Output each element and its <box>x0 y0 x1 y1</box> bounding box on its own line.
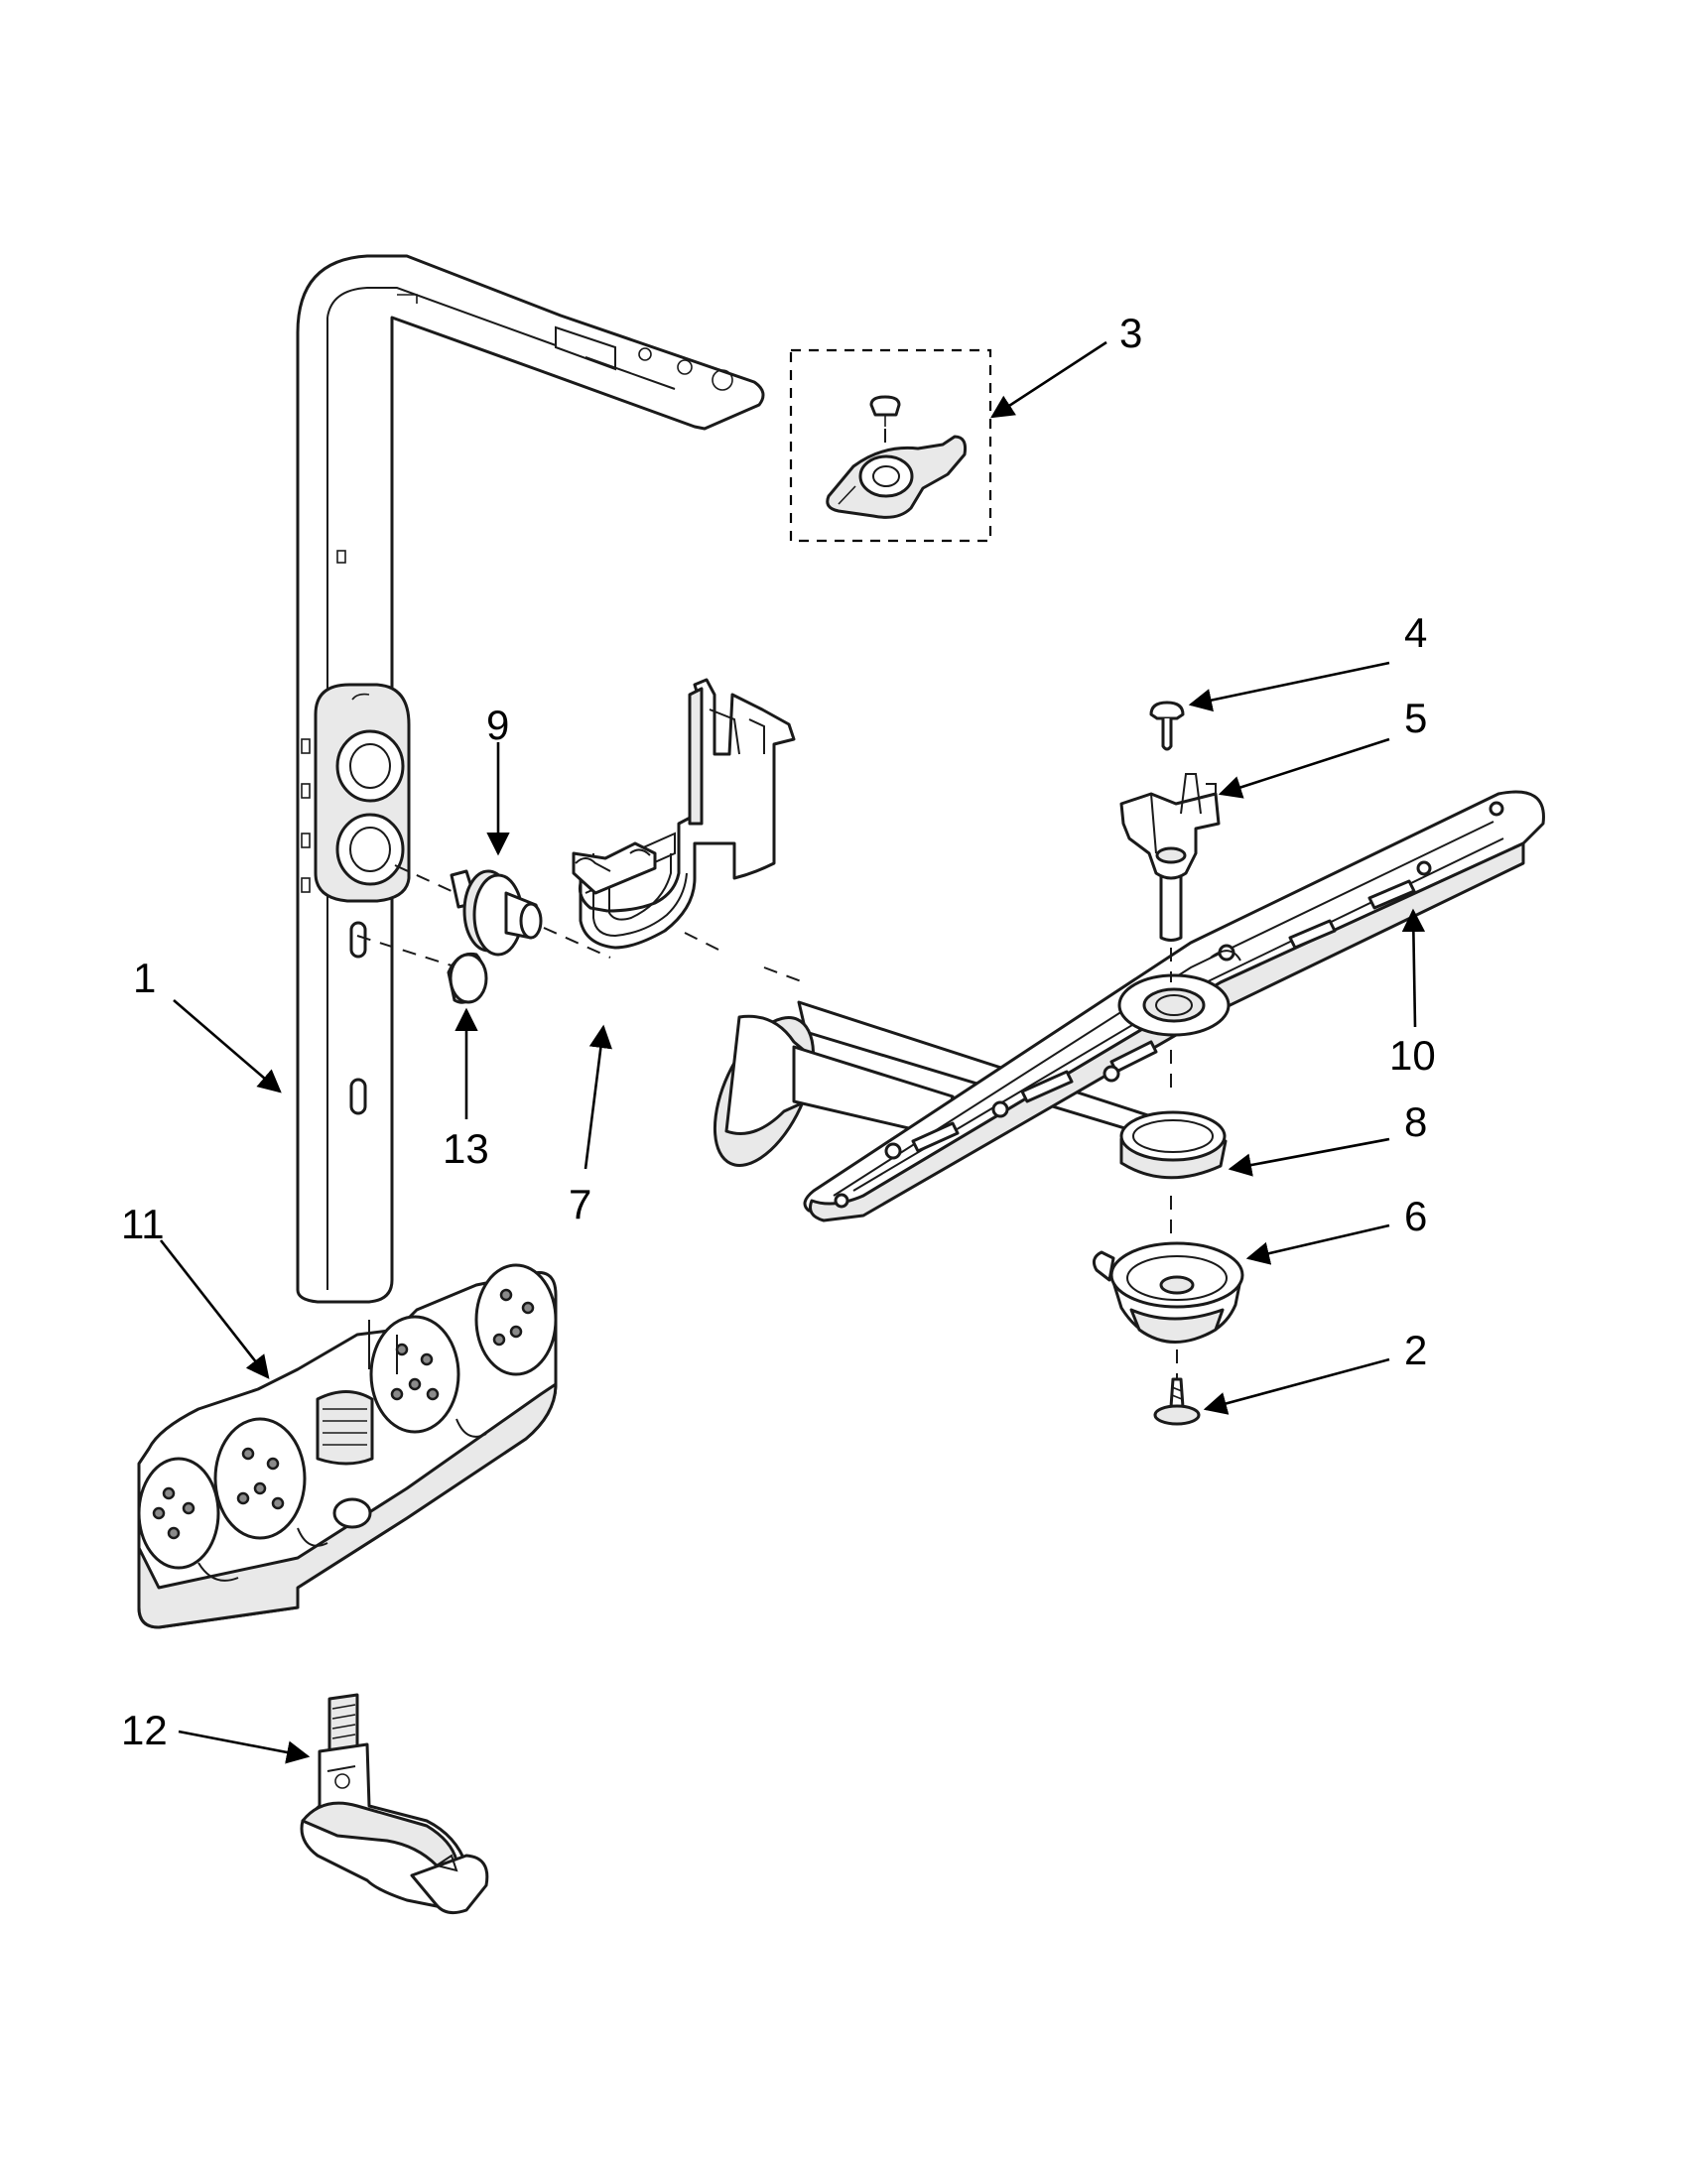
leader-6 <box>1245 1223 1390 1265</box>
callout-10: 10 <box>1389 1032 1436 1079</box>
callout-6: 6 <box>1404 1193 1427 1239</box>
part-7-clip <box>572 678 805 983</box>
part-9-manifold-connector <box>394 864 611 959</box>
part-1-supply-tube <box>296 254 765 1304</box>
part-8-ring <box>1119 1050 1228 1235</box>
callout-11: 11 <box>121 1201 165 1247</box>
part-4-screw <box>1149 701 1185 751</box>
part-3-spray-arm-mount <box>789 348 992 543</box>
leader-10 <box>1401 908 1426 1028</box>
callout-7: 7 <box>569 1181 591 1227</box>
callout-13: 13 <box>443 1125 489 1172</box>
part-spray-arm-hub <box>713 1000 1153 1167</box>
callout-8: 8 <box>1404 1098 1427 1145</box>
callout-12: 12 <box>121 1707 168 1753</box>
part-5-bracket <box>1119 773 1221 982</box>
callout-3: 3 <box>1119 310 1142 356</box>
leader-3 <box>990 340 1107 419</box>
part-11-spray-manifold <box>137 1263 558 1629</box>
callout-labels: 1 2 3 4 5 6 7 8 9 10 11 12 13 <box>121 310 1436 1753</box>
leader-lines <box>159 340 1426 1764</box>
callout-9: 9 <box>486 702 509 748</box>
callout-1: 1 <box>133 955 156 1001</box>
callout-4: 4 <box>1404 609 1427 656</box>
leader-8 <box>1228 1137 1390 1177</box>
part-10-spray-arm <box>803 790 1545 1222</box>
part-12-coupling <box>300 1693 489 1915</box>
callout-5: 5 <box>1404 695 1427 741</box>
part-2-screw <box>1153 1377 1201 1426</box>
leader-7 <box>584 1024 612 1170</box>
callout-2: 2 <box>1404 1327 1427 1373</box>
leader-1 <box>173 999 282 1093</box>
part-13-plug <box>356 935 488 1004</box>
leader-12 <box>178 1730 311 1764</box>
leader-2 <box>1203 1357 1390 1415</box>
leader-11 <box>159 1239 270 1379</box>
leader-4 <box>1188 661 1390 712</box>
leader-5 <box>1218 737 1390 799</box>
part-6-hub <box>1092 1241 1244 1379</box>
